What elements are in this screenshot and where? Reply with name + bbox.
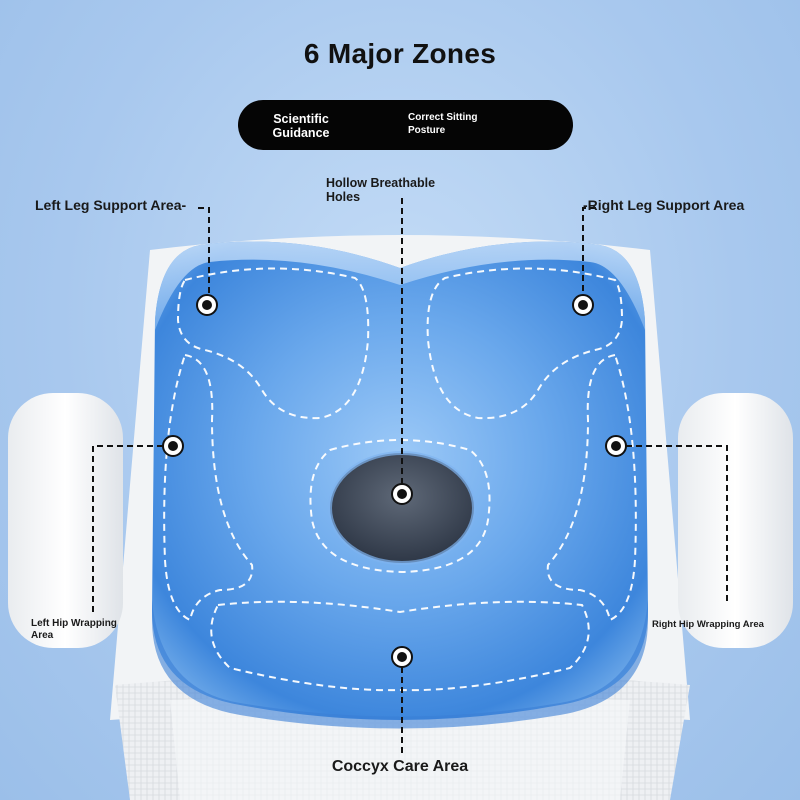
label-left-hip-wrapping: Left Hip Wrapping Area (31, 618, 117, 641)
label-coccyx-care: Coccyx Care Area (331, 758, 469, 775)
zone-right-hip-outline (546, 353, 637, 622)
page-title: 6 Major Zones (303, 38, 497, 69)
guidance-banner: Scientific Guidance Correct Sitting Post… (238, 100, 573, 150)
banner-right-text: Correct Sitting Posture (408, 112, 478, 136)
marker-coccyx (391, 646, 413, 668)
marker-left-hip (162, 435, 184, 457)
zone-right-leg-outline (426, 267, 624, 420)
label-hollow-breathable-holes: Hollow Breathable Holes (326, 176, 436, 204)
marker-hollow-hole (391, 483, 413, 505)
right-armrest (678, 393, 793, 648)
label-left-leg-support: Left Leg Support Area- (35, 197, 187, 213)
marker-right-hip (605, 435, 627, 457)
marker-left-leg (196, 294, 218, 316)
banner-left-text: Scientific Guidance (272, 112, 330, 140)
zone-coccyx-outline (210, 600, 590, 692)
marker-right-leg (572, 294, 594, 316)
zone-hole-outline (309, 439, 491, 574)
label-right-hip-wrapping: Right Hip Wrapping Area (652, 619, 764, 630)
label-right-leg-support: -Right Leg Support Area (583, 197, 745, 213)
zone-left-hip-outline (163, 353, 254, 622)
hollow-hole (330, 453, 474, 563)
zone-markers (162, 294, 627, 668)
